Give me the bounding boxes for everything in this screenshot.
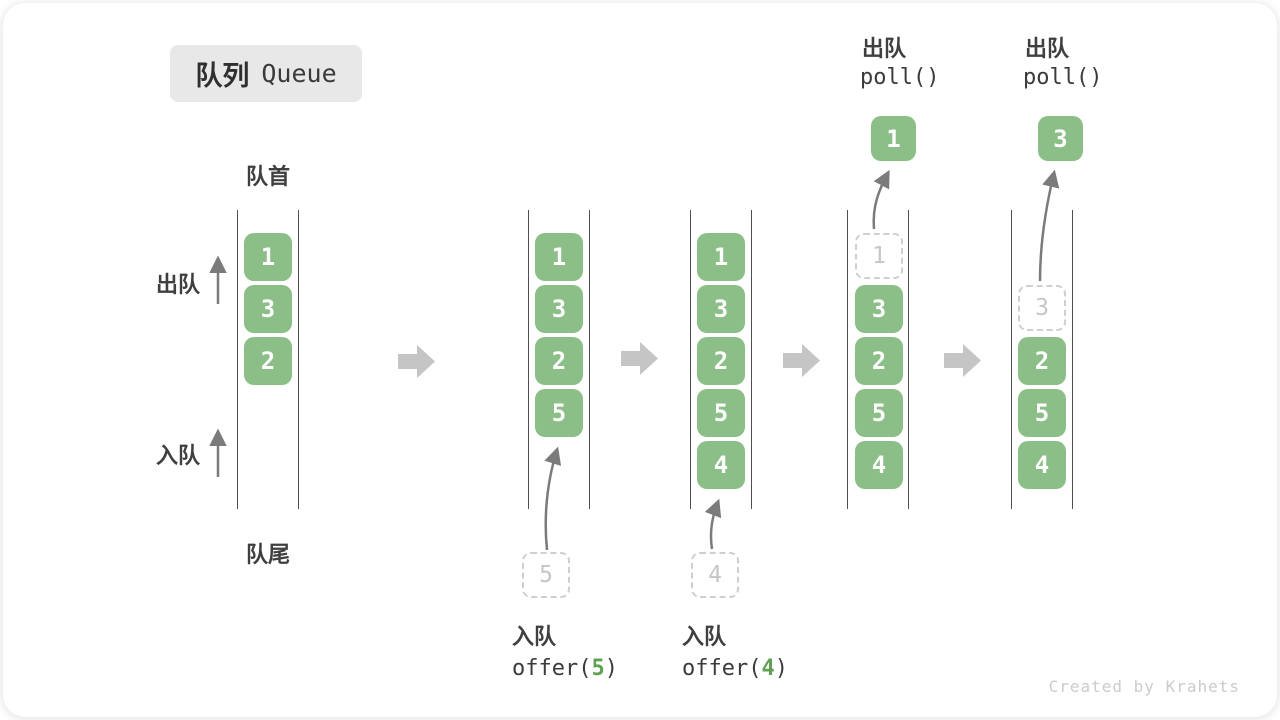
queue-cell: 1: [244, 233, 292, 281]
dequeue-action-label: 出队: [862, 36, 907, 61]
queue-track-3: [690, 210, 752, 509]
queue-cell: 2: [1018, 337, 1066, 385]
dequeue-label: 出队: [155, 272, 200, 297]
queue-cell: 5: [697, 389, 745, 437]
popped-cell: 1: [871, 116, 916, 161]
queue-track-1: [237, 210, 299, 509]
queue-cell: 2: [244, 337, 292, 385]
poll-code-label: poll(): [1023, 65, 1103, 90]
queue-cell: 4: [1018, 441, 1066, 489]
code-post: ): [604, 656, 618, 681]
dequeue-action-label: 出队: [1025, 36, 1070, 61]
queue-track-4: [847, 210, 909, 509]
ghost-cell: 3: [1018, 285, 1066, 331]
diagram-card: [3, 3, 1277, 717]
title-english: Queue: [261, 59, 337, 88]
code-post: ): [774, 656, 788, 681]
queue-cell: 5: [1018, 389, 1066, 437]
watermark: Created by Krahets: [1048, 677, 1240, 696]
poll-code-label: poll(): [860, 65, 940, 90]
queue-cell: 5: [535, 389, 583, 437]
popped-cell: 3: [1038, 116, 1083, 161]
code-argument: 4: [761, 656, 775, 681]
queue-cell: 4: [697, 441, 745, 489]
queue-track-5: [1011, 210, 1073, 509]
enqueue-action-label: 入队: [512, 624, 557, 649]
queue-cell: 2: [697, 337, 745, 385]
code-pre: offer(: [682, 656, 762, 681]
enqueue-action-label: 入队: [682, 624, 727, 649]
queue-cell: 1: [535, 233, 583, 281]
enqueue-label: 入队: [155, 443, 200, 468]
offer-code-label: offer(4): [682, 656, 788, 681]
queue-cell: 3: [244, 285, 292, 333]
queue-cell: 4: [855, 441, 903, 489]
pending-cell: 5: [522, 552, 570, 598]
rear-label: 队尾: [245, 542, 290, 567]
title-chinese: 队列: [195, 61, 250, 91]
code-pre: offer(: [512, 656, 592, 681]
queue-cell: 1: [697, 233, 745, 281]
queue-cell: 3: [535, 285, 583, 333]
title-badge: 队列 Queue: [170, 45, 362, 102]
ghost-cell: 1: [855, 233, 903, 279]
queue-cell: 2: [855, 337, 903, 385]
queue-track-2: [528, 210, 590, 509]
queue-cell: 2: [535, 337, 583, 385]
code-argument: 5: [591, 656, 605, 681]
pending-cell: 4: [691, 552, 739, 598]
queue-cell: 3: [855, 285, 903, 333]
front-label: 队首: [245, 164, 290, 189]
offer-code-label: offer(5): [512, 656, 618, 681]
queue-cell: 3: [697, 285, 745, 333]
queue-cell: 5: [855, 389, 903, 437]
